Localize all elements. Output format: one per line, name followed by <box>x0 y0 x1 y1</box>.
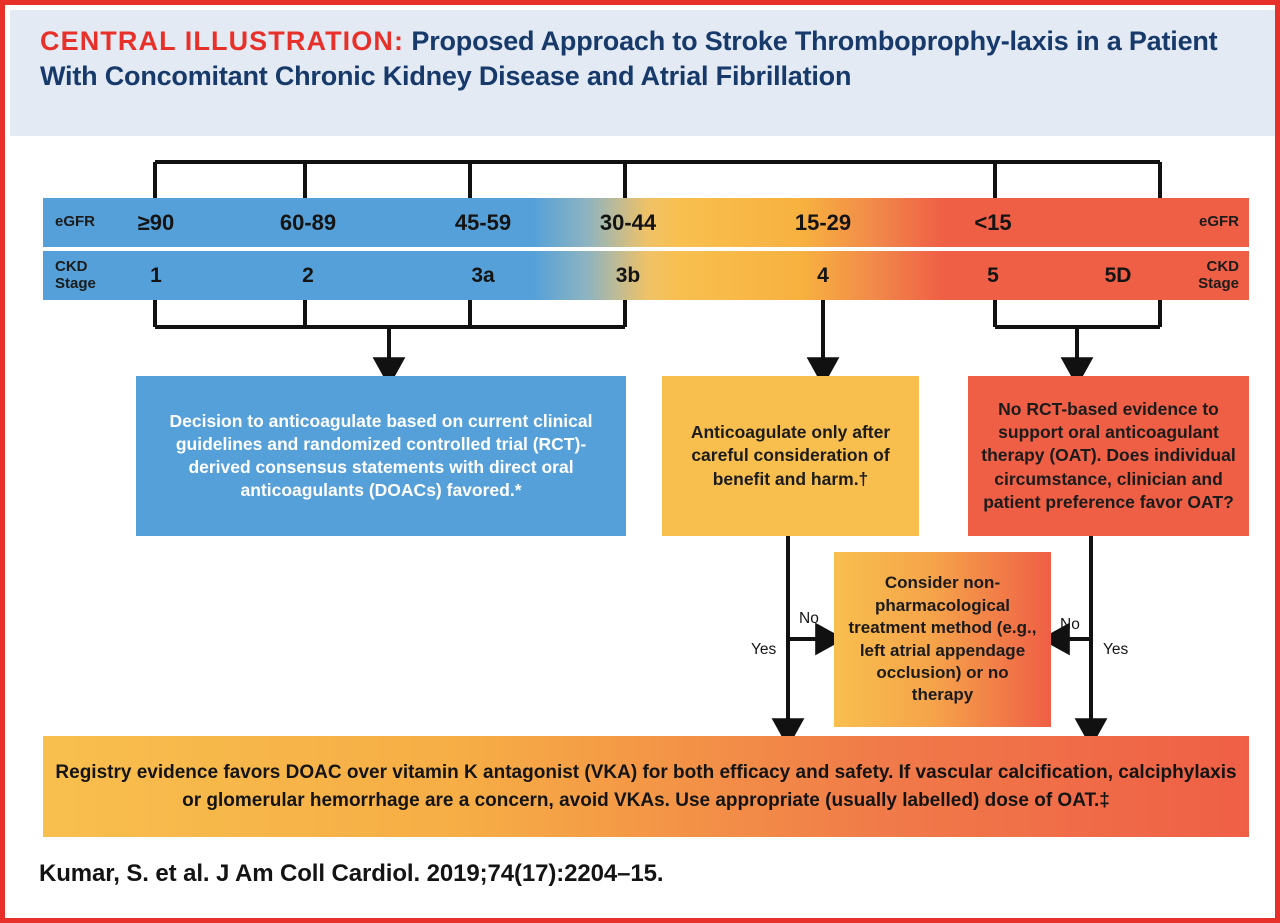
box-anticoagulate-with-caution: Anticoagulate only after careful conside… <box>662 376 919 536</box>
ckd-seg-4: 3b <box>615 263 641 287</box>
egfr-seg-3: 45-59 <box>454 209 512 235</box>
ckd-stage-scale: eGFR ≥90 60-89 45-59 30-44 15-29 <15 eGF… <box>43 198 1249 300</box>
ckd-row-label-right: CKD Stage <box>1198 258 1239 292</box>
egfr-row-label-left: eGFR <box>55 213 96 231</box>
citation-text: Kumar, S. et al. J Am Coll Cardiol. 2019… <box>39 860 664 887</box>
edge-label-red-no: No <box>1060 616 1080 633</box>
page-title: CENTRAL ILLUSTRATION: Proposed Approach … <box>40 24 1238 94</box>
box-non-pharmacological-treatment: Consider non-pharmacological treatment m… <box>834 552 1051 727</box>
ckd-seg-3: 3a <box>471 263 495 287</box>
egfr-seg-6: <15 <box>974 209 1012 235</box>
ckd-seg-2: 2 <box>302 263 314 287</box>
ckd-seg-1: 1 <box>150 263 162 287</box>
edge-label-orange-yes: Yes <box>751 641 777 658</box>
ckd-seg-6: 5 <box>987 263 999 287</box>
egfr-seg-1: ≥90 <box>137 209 175 235</box>
box-decision-anticoagulate: Decision to anticoagulate based on curre… <box>136 376 626 536</box>
egfr-seg-4: 30-44 <box>599 209 657 235</box>
edge-label-red-yes: Yes <box>1103 641 1129 658</box>
egfr-seg-2: 60-89 <box>279 209 337 235</box>
figure-header: CENTRAL ILLUSTRATION: Proposed Approach … <box>10 10 1275 136</box>
edge-label-orange-no: No <box>799 610 819 627</box>
egfr-row-label-right: eGFR <box>1198 213 1239 231</box>
ckd-seg-5: 4 <box>817 263 829 287</box>
figure-title-text: Proposed Approach to Stroke Thromboproph… <box>40 26 1218 91</box>
box-no-rct-evidence: No RCT-based evidence to support oral an… <box>968 376 1249 536</box>
ckd-seg-7: 5D <box>1104 263 1132 287</box>
ckd-row-label-left: CKD Stage <box>55 258 96 292</box>
egfr-row: eGFR ≥90 60-89 45-59 30-44 15-29 <15 eGF… <box>43 198 1249 247</box>
ckd-stage-row: CKD Stage 1 2 3a 3b 4 5 5D CKD Stage <box>43 251 1249 300</box>
egfr-seg-5: 15-29 <box>794 209 852 235</box>
box-registry-evidence-banner: Registry evidence favors DOAC over vitam… <box>43 736 1249 837</box>
central-illustration-kicker: CENTRAL ILLUSTRATION: <box>40 26 405 56</box>
